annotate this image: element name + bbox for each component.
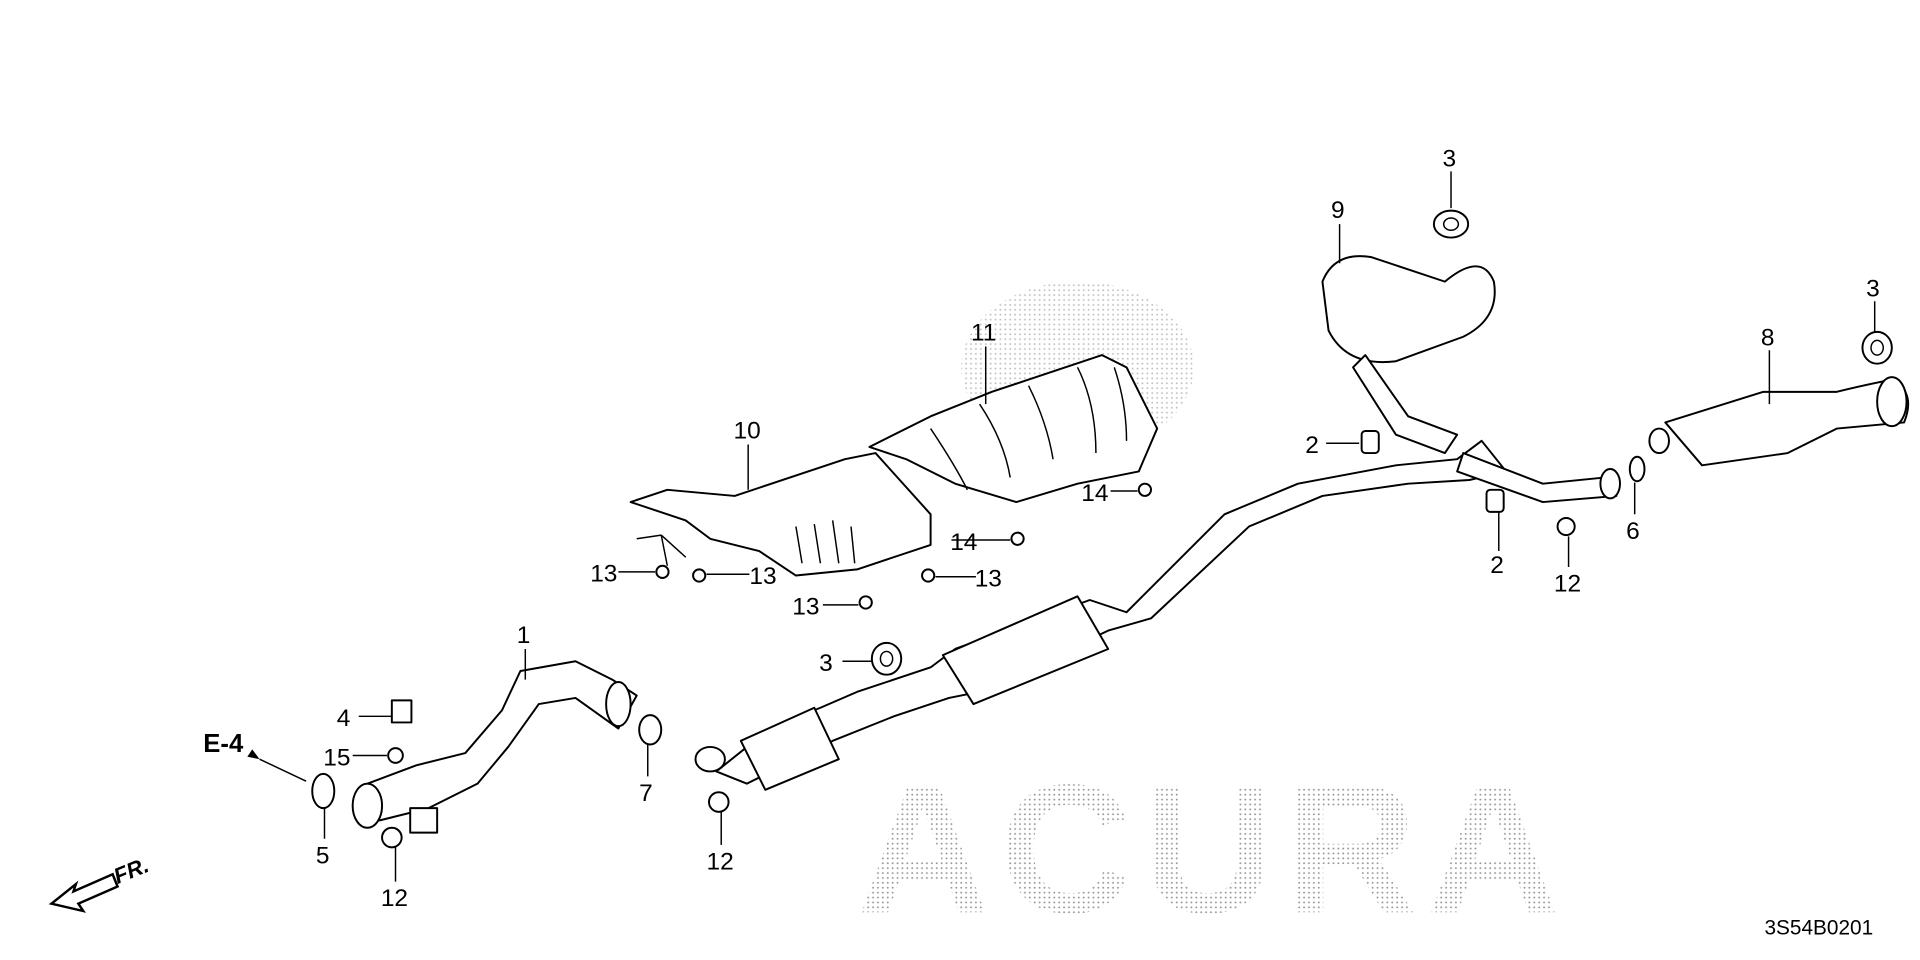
callout-4: 4	[337, 705, 351, 732]
sensor-4	[390, 699, 413, 724]
callout-3: 3	[1866, 275, 1880, 302]
callout-1: 1	[517, 622, 531, 649]
callout-3: 3	[1442, 146, 1456, 173]
callout-12: 12	[1554, 570, 1581, 597]
gasket-5	[311, 772, 336, 810]
callout-13: 13	[749, 563, 776, 590]
callout-3: 3	[819, 650, 833, 677]
bolts-13-14	[655, 482, 1152, 610]
hanger-2b	[1485, 488, 1505, 513]
callout-7: 7	[639, 780, 653, 807]
section-reference-link[interactable]: E-4	[203, 730, 260, 760]
callout-10: 10	[733, 417, 760, 444]
rubber-mount-3a	[1432, 209, 1470, 239]
callout-9: 9	[1331, 197, 1345, 224]
rubber-mount-3b	[1861, 330, 1893, 365]
hanger-2a	[1360, 430, 1380, 455]
leader-lines	[259, 171, 1876, 882]
nut-15	[387, 747, 404, 764]
callout-labels: 1 2 2 3 3 3 4 5 6 7 8 9 10 11 12 12 12 1…	[316, 146, 1880, 913]
front-direction-marker: FR.	[48, 852, 152, 913]
callout-11: 11	[971, 319, 996, 346]
gasket-7	[638, 714, 663, 746]
callout-2: 2	[1490, 552, 1504, 579]
callout-2: 2	[1305, 432, 1319, 459]
callout-13: 13	[792, 594, 819, 621]
diagram-reference-code: 3S54B0201	[1764, 916, 1873, 939]
heat-shield-10	[629, 452, 932, 577]
callout-14: 14	[950, 529, 977, 556]
callout-6: 6	[1626, 518, 1640, 545]
callout-15: 15	[323, 744, 350, 771]
center-pipe-resonator	[694, 439, 1508, 791]
front-label: FR.	[110, 852, 152, 888]
nut-12c	[1556, 516, 1576, 537]
nut-12b	[708, 791, 730, 813]
rubber-mount-3c	[870, 641, 903, 676]
callout-13: 13	[590, 561, 617, 588]
front-pipe-1	[351, 660, 638, 834]
arrow-left-icon	[48, 872, 120, 913]
rear-muffler-9	[1321, 255, 1621, 504]
gasket-6	[1628, 455, 1646, 483]
callout-5: 5	[316, 842, 330, 869]
callout-12: 12	[707, 848, 734, 875]
nut-12a	[381, 826, 403, 849]
arrow-icon	[247, 749, 260, 760]
section-ref-label[interactable]: E-4	[203, 730, 244, 758]
callout-8: 8	[1761, 324, 1775, 351]
callout-14: 14	[1081, 480, 1108, 507]
callout-12: 12	[381, 885, 408, 912]
acura-watermark: ACURA	[857, 746, 1569, 951]
rear-muffler-8	[1648, 376, 1910, 467]
heat-shield-11	[868, 354, 1159, 504]
callout-13: 13	[975, 566, 1002, 593]
